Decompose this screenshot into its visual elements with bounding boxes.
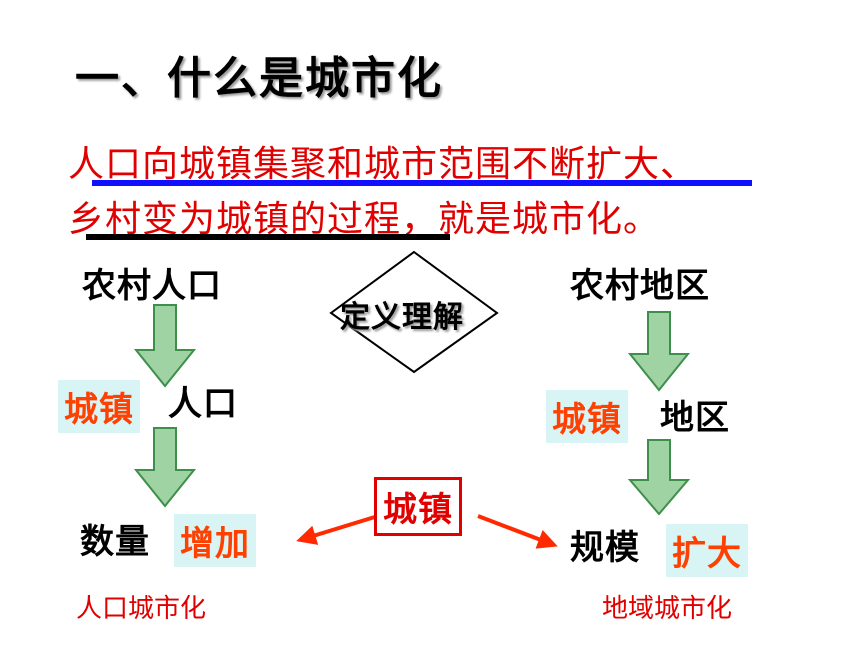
left-bottom-highlight: 增加 — [174, 514, 256, 567]
right-bottom-highlight: 扩大 — [666, 524, 748, 577]
left-bottom-label: 数量 — [80, 522, 150, 562]
left-top-label: 农村人口 — [82, 266, 222, 306]
right-mid-label: 地区 — [660, 398, 730, 438]
left-caption: 人口城市化 — [76, 594, 207, 624]
right-down-arrow-2-icon — [627, 439, 691, 516]
page-title: 一、什么是城市化 — [75, 53, 443, 104]
left-mid-highlight: 城镇 — [58, 380, 140, 433]
definition-line-2: 乡村变为城镇的过程，就是城市化。 — [68, 199, 661, 240]
blue-underline — [92, 180, 752, 186]
right-top-label: 农村地区 — [570, 266, 710, 306]
left-mid-label: 人口 — [168, 384, 238, 424]
right-caption: 地域城市化 — [602, 594, 733, 624]
right-bottom-label: 规模 — [570, 528, 640, 568]
double-arrow-icon — [296, 514, 558, 549]
left-down-arrow-2-icon — [133, 427, 197, 508]
left-down-arrow-1-icon — [133, 304, 197, 388]
right-mid-highlight: 城镇 — [546, 390, 628, 443]
right-down-arrow-1-icon — [627, 311, 691, 392]
black-underline — [86, 234, 450, 240]
diamond-label: 定义理解 — [340, 300, 464, 335]
center-box-label: 城镇 — [374, 477, 462, 536]
diamond-shape — [329, 250, 499, 374]
definition-line-1: 人口向城镇集聚和城市范围不断扩大、 — [68, 144, 698, 185]
